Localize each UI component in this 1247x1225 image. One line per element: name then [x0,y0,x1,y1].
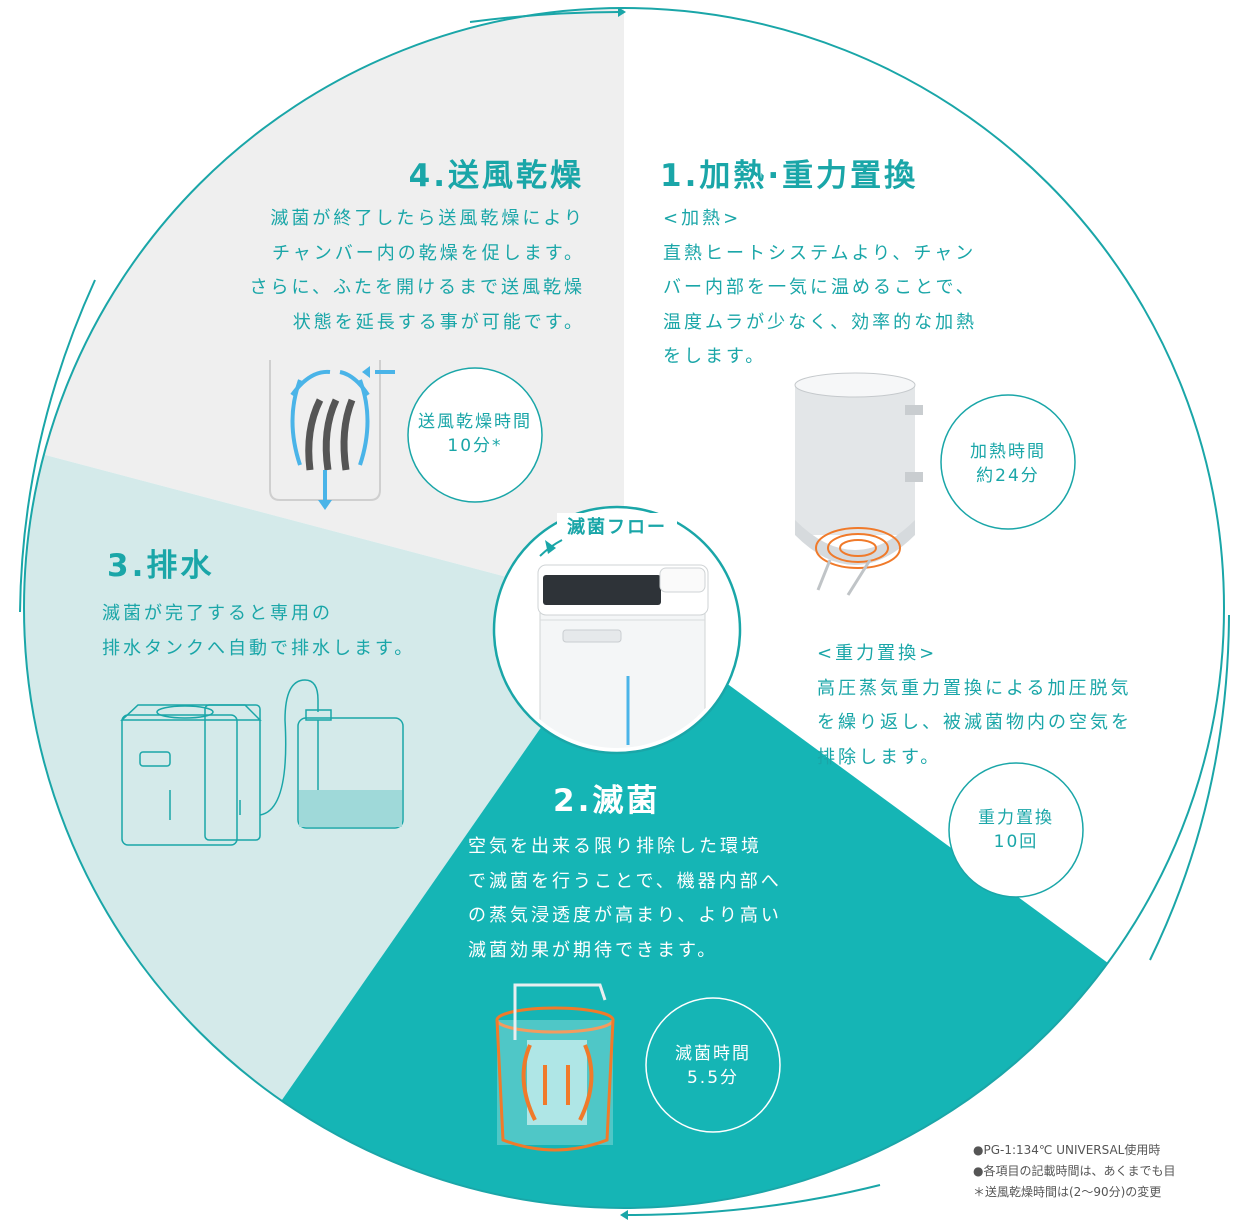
step1-title: 1.加熱·重力置換 [660,158,919,194]
outer-ring [23,7,1225,1209]
badge-gravity-circle [948,762,1084,898]
drying-airflow-illustration [269,360,395,510]
sterilizer-device-photo [537,564,709,748]
step2-title: 2.滅菌 [553,783,661,819]
cycle-arrow-icon [19,11,1230,1216]
step1-gravity-badge: 重力置換 10回 [978,808,1054,852]
step4-description: 滅菌が終了したら送風乾燥により チャンバー内の乾燥を促します。 さらに、ふたを開… [249,208,585,333]
footnotes: ●PG-1:134℃ UNIVERSAL使用時 ●各項目の記載時間は、あくまでも… [973,1140,1247,1203]
step1-heat-description: <加熱> 直熱ヒートシステムより、チャン バー内部を一気に温めることで、 温度ム… [663,208,978,367]
step1-gravity-description: <重力置換> 高圧蒸気重力置換による加圧脱気 を繰り返し、被滅菌物内の空気を 排… [817,643,1132,768]
step1-heat-badge: 加熱時間 約24分 [970,442,1046,486]
sterilization-basket-illustration [495,983,615,1152]
badge-sterilize-circle [645,997,781,1133]
footnote-2: ●各項目の記載時間は、あくまでも目 [973,1164,1176,1178]
step4-badge: 送風乾燥時間 10分* [418,412,532,456]
quadrant-sterilize [195,608,1224,1208]
badge-heat-circle [940,394,1076,530]
chamber-cylinder-illustration [794,372,923,596]
badge-drying-circle [407,367,543,503]
footnote-1: ●PG-1:134℃ UNIVERSAL使用時 [973,1143,1161,1157]
center-title: 滅菌フロー [557,513,677,539]
footnote-3: ＊送風乾燥時間は(2〜90分)の変更 [973,1185,1162,1199]
step3-description: 滅菌が完了すると専用の 排水タンクへ自動で排水します。 [102,603,416,659]
step2-description: 空気を出来る限り排除した環境 で滅菌を行うことで、機器内部へ の蒸気浸透度が高ま… [468,836,782,961]
drain-tank-illustration [120,679,404,846]
step4-title: 4.送風乾燥 [408,158,584,194]
step3-title: 3.排水 [107,548,215,584]
step2-badge: 滅菌時間 5.5分 [675,1044,751,1088]
